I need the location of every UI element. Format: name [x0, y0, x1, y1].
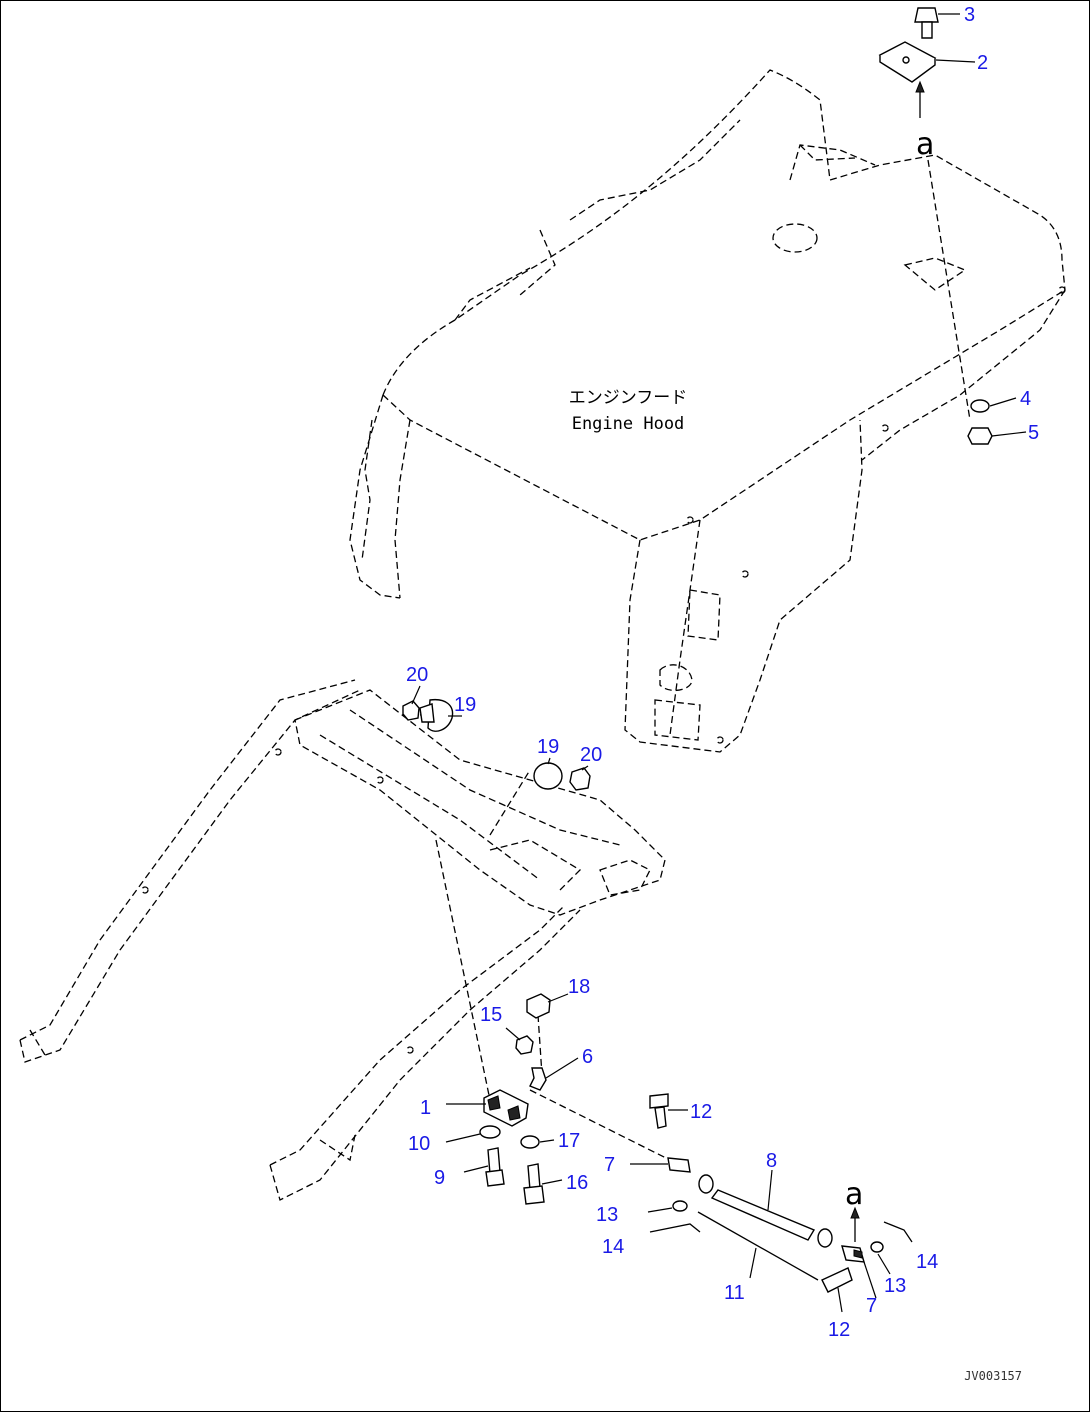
- switch-part-1: [483, 1089, 529, 1127]
- hood-label-english: Engine Hood: [572, 414, 685, 434]
- rod-part-8: [710, 1189, 816, 1241]
- rod-end-cap-left: [698, 1174, 714, 1194]
- bracket-part-6: [529, 1067, 547, 1091]
- nut-part-20-left: [402, 700, 420, 721]
- callout-13-left: 13: [596, 1204, 618, 1226]
- callout-7-right: 7: [866, 1295, 877, 1317]
- assembly-lines: [435, 159, 971, 1161]
- washer-part-10: [479, 1125, 501, 1139]
- engine-hood-outline: [349, 69, 1066, 753]
- bolt-part-12-top: [649, 1093, 669, 1129]
- callout-18: 18: [568, 976, 590, 998]
- callout-19-left: 19: [454, 694, 476, 716]
- callout-7-left: 7: [604, 1154, 615, 1176]
- callout-10: 10: [408, 1133, 430, 1155]
- callout-6: 6: [582, 1046, 593, 1068]
- stopper-part-19-right: [533, 762, 563, 790]
- connector-part-7-right: [841, 1245, 865, 1263]
- reference-letter-top: a: [916, 127, 934, 162]
- callout-13-right: 13: [884, 1275, 906, 1297]
- nut-part-20-right: [569, 767, 591, 791]
- stopper-part-19-left: [419, 698, 454, 732]
- callout-8: 8: [766, 1150, 777, 1172]
- callout-numbers: 3 2 4 5 20 19 19 20 18 15 6 1 10 9 17 16…: [406, 4, 1039, 1341]
- machine-frame-outline: [19, 679, 666, 1201]
- arrow-to-a-top: [915, 80, 925, 118]
- nut-part-15: [515, 1035, 534, 1055]
- connector-part-7-left: [667, 1157, 691, 1173]
- callout-20-right: 20: [580, 744, 602, 766]
- callout-16: 16: [566, 1172, 588, 1194]
- callout-12-bottom: 12: [828, 1319, 850, 1341]
- pin-part-14-right: [883, 1221, 913, 1243]
- washer-part-13-left: [672, 1200, 688, 1212]
- callout-17: 17: [558, 1130, 580, 1152]
- leader-lines: [411, 13, 1027, 1313]
- bolt-part-12-bottom: [821, 1267, 853, 1293]
- arrow-to-a-bottom: [850, 1206, 860, 1242]
- callout-1: 1: [420, 1097, 431, 1119]
- washer-part-4: [970, 399, 990, 413]
- bolt-part-3: [914, 7, 939, 39]
- rod-end-cap-right: [817, 1228, 833, 1248]
- hood-label-japanese: エンジンフード: [569, 388, 688, 408]
- washer-part-17: [520, 1135, 540, 1149]
- callout-9: 9: [434, 1167, 445, 1189]
- reference-letter-bottom: a: [845, 1177, 863, 1212]
- callout-5: 5: [1028, 422, 1039, 444]
- callout-14-right: 14: [916, 1251, 938, 1273]
- callout-4: 4: [1020, 388, 1031, 410]
- callout-3: 3: [964, 4, 975, 26]
- washer-part-13-right: [870, 1241, 884, 1253]
- plate-part-2: [878, 41, 937, 83]
- callout-19-right: 19: [537, 736, 559, 758]
- cover-part-11: [697, 1211, 819, 1281]
- pin-part-14-left: [649, 1223, 701, 1233]
- bolt-part-16: [523, 1163, 545, 1205]
- callout-2: 2: [977, 52, 988, 74]
- callout-14-left: 14: [602, 1236, 624, 1258]
- callout-12-top: 12: [690, 1101, 712, 1123]
- nut-part-5: [967, 427, 993, 445]
- callout-11: 11: [724, 1282, 745, 1304]
- nut-part-18: [526, 993, 551, 1019]
- callout-20-left: 20: [406, 664, 428, 686]
- callout-15: 15: [480, 1004, 502, 1026]
- drawing-id: JV003157: [964, 1369, 1022, 1383]
- bolt-part-9: [485, 1147, 505, 1187]
